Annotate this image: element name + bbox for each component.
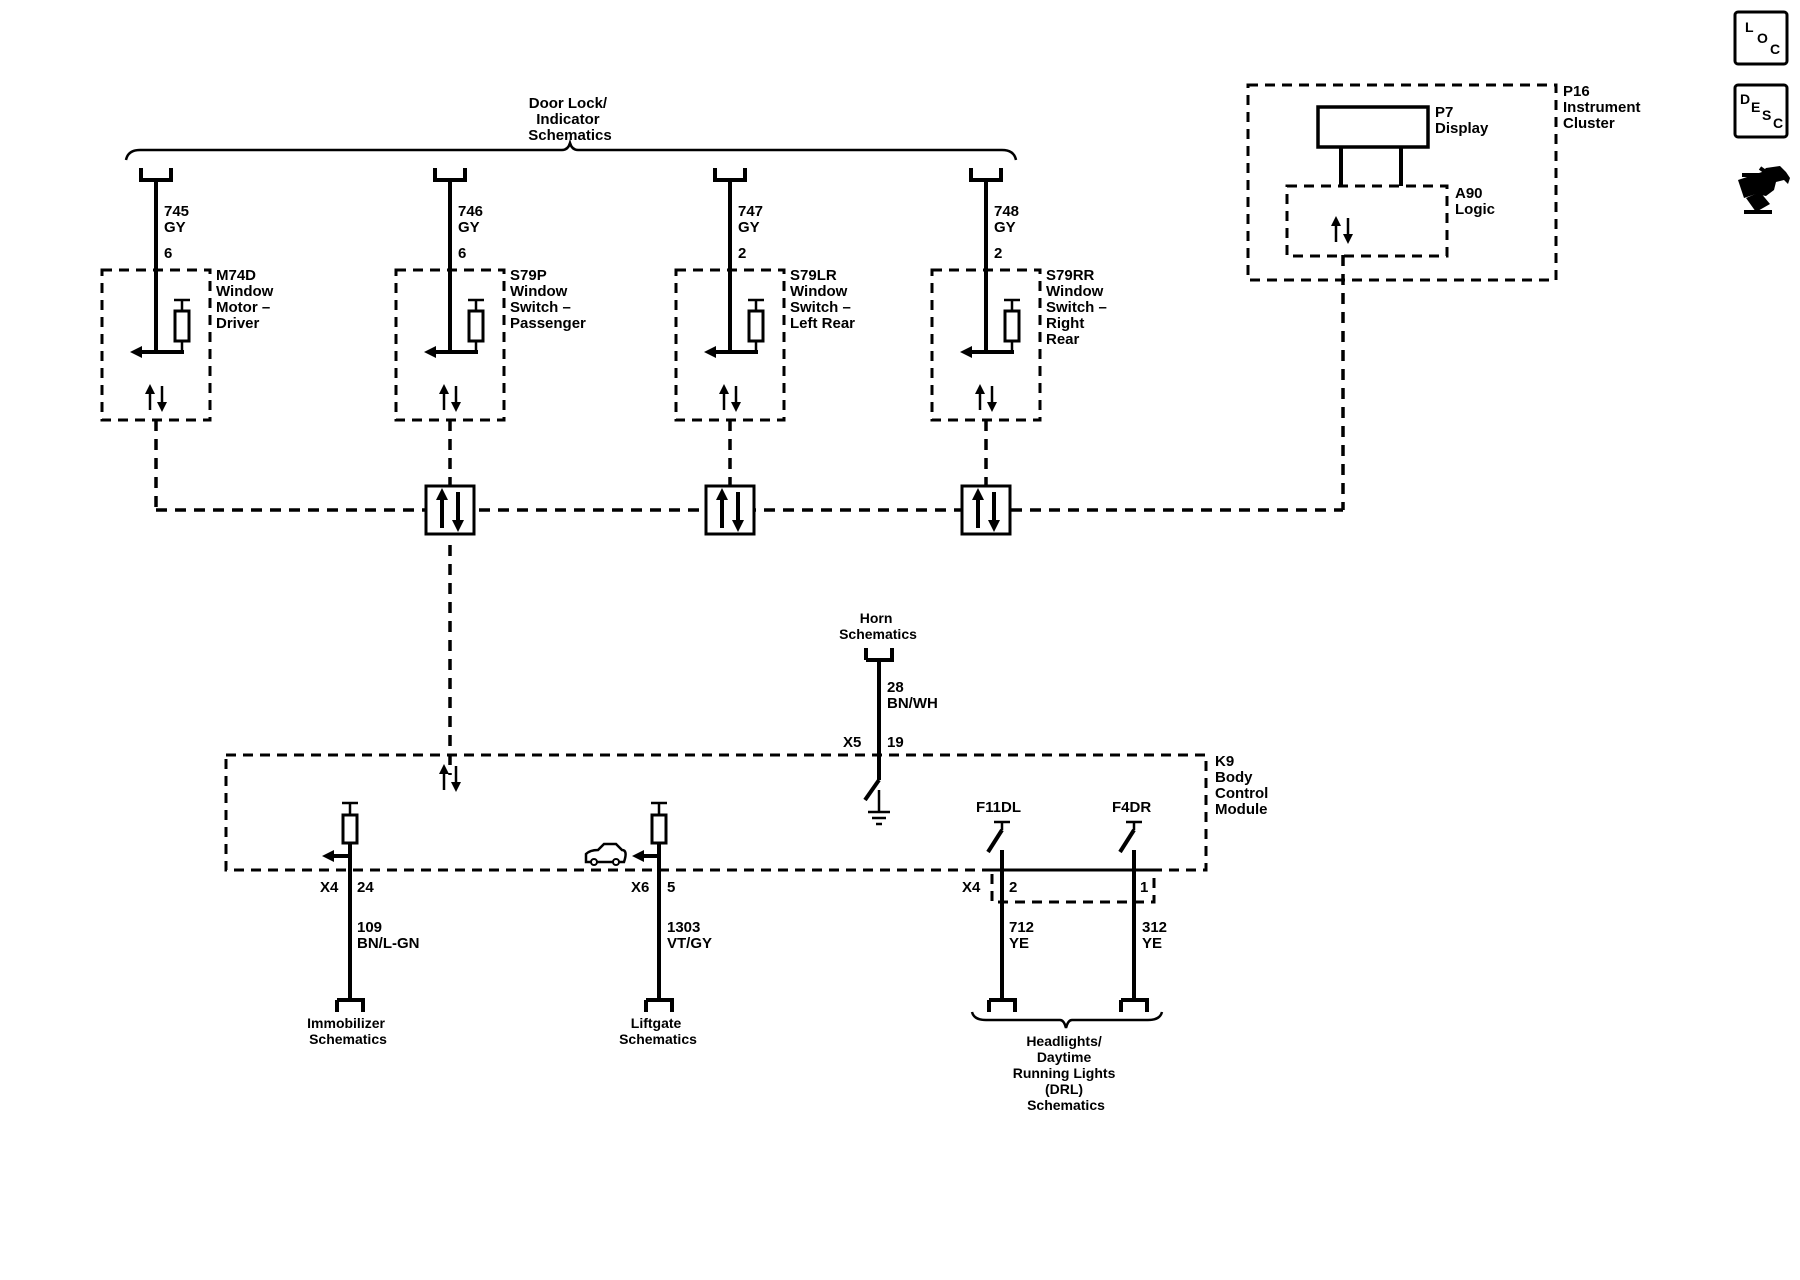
- door-lock-bus: Door Lock/ Indicator Schematics: [124, 95, 1018, 161]
- svg-text:5: 5: [667, 879, 675, 896]
- logic-label: A90 Logic: [1455, 185, 1495, 218]
- splice-block-2: [704, 484, 756, 536]
- car-icon: [584, 842, 627, 864]
- svg-text:1: 1: [1140, 879, 1148, 896]
- horn-connector: X5: [843, 734, 861, 751]
- liftgate-label: Liftgate Schematics: [619, 1015, 697, 1047]
- svg-text:X6: X6: [631, 879, 649, 896]
- drl-label: Headlights/ Daytime Running Lights (DRL)…: [1013, 1033, 1120, 1113]
- cluster-label: P16 Instrument Cluster: [1563, 83, 1645, 132]
- svg-text:F4DR: F4DR: [1112, 799, 1151, 816]
- side-icons: L O C D E S C: [1733, 10, 1790, 214]
- svg-text:E: E: [1751, 99, 1760, 115]
- bottom-circuits: X4 24 109 BN/L-GN Immobilizer Schematics…: [307, 879, 1171, 1113]
- svg-text:24: 24: [357, 879, 374, 896]
- display-label: P7 Display: [1435, 104, 1489, 137]
- immobilizer-wire: 109 BN/L-GN: [357, 919, 420, 952]
- loc-icon[interactable]: L O C: [1733, 10, 1789, 66]
- splice-block-1: [424, 484, 476, 536]
- svg-text:S: S: [1762, 107, 1771, 123]
- logic-arrows: [1331, 216, 1353, 244]
- svg-text:O: O: [1757, 30, 1768, 46]
- body-control-module: K9 Body Control Module: [224, 753, 1273, 1000]
- horn-label: Horn Schematics: [839, 610, 917, 642]
- instrument-cluster: P16 Instrument Cluster P7 Display A90 Lo…: [1246, 83, 1645, 282]
- drl-right-wire: 312 YE: [1142, 919, 1171, 952]
- horn-pin: 19: [887, 734, 904, 751]
- lin-bus: [154, 255, 1345, 775]
- pin-label: 6: [458, 245, 466, 262]
- pin-label: 2: [738, 245, 746, 262]
- liftgate-output: [584, 801, 668, 1000]
- horn-wire: 28 BN/WH: [887, 679, 938, 712]
- door-lock-label: Door Lock/ Indicator Schematics: [528, 95, 611, 144]
- horn-circuit: Horn Schematics 28 BN/WH X5 19: [839, 610, 938, 826]
- splice-block-3: [960, 484, 1012, 536]
- pin-label: 2: [994, 245, 1002, 262]
- immobilizer-label: Immobilizer Schematics: [307, 1015, 389, 1047]
- liftgate-wire: 1303 VT/GY: [667, 919, 712, 952]
- svg-text:X4: X4: [962, 879, 981, 896]
- drl-left-wire: 712 YE: [1009, 919, 1038, 952]
- svg-text:F11DL: F11DL: [976, 799, 1021, 816]
- tool-icon[interactable]: [1738, 166, 1790, 214]
- svg-text:L: L: [1745, 19, 1754, 35]
- svg-text:2: 2: [1009, 879, 1017, 896]
- svg-text:C: C: [1770, 41, 1780, 57]
- svg-text:C: C: [1773, 115, 1783, 131]
- fuse-f4dr: F4DR: [1112, 799, 1151, 1000]
- x4-connector-box: [990, 868, 1156, 904]
- immobilizer-output: [322, 801, 359, 1000]
- bcm-lin-arrows: [439, 764, 461, 792]
- display-box: [1316, 105, 1430, 149]
- desc-icon[interactable]: D E S C: [1733, 83, 1789, 139]
- pin-label: 6: [164, 245, 172, 262]
- bcm-label: K9 Body Control Module: [1215, 753, 1273, 818]
- svg-text:D: D: [1740, 91, 1750, 107]
- svg-text:X4: X4: [320, 879, 339, 896]
- logic-box: [1285, 184, 1449, 258]
- fuse-f11dl: F11DL: [976, 799, 1021, 1000]
